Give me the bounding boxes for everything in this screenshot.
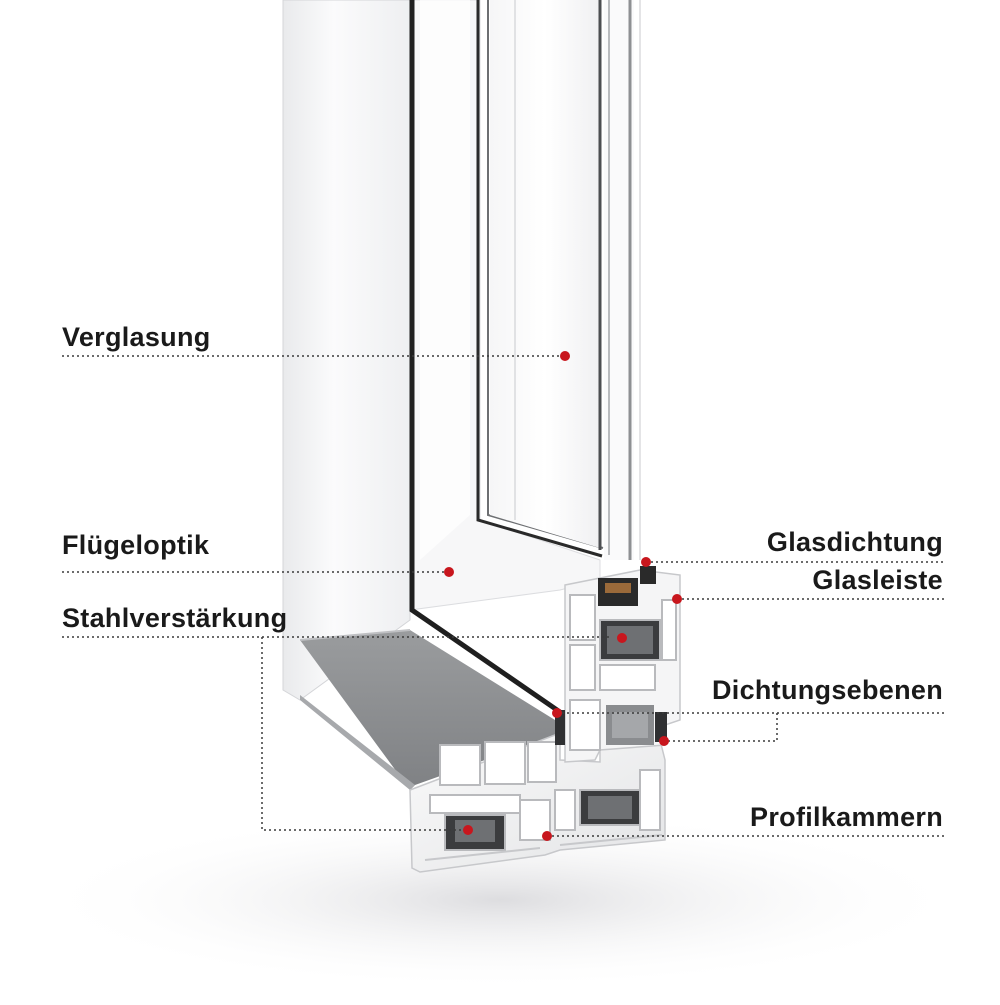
floor-shadow <box>30 810 970 990</box>
label-profilkammern: Profilkammern <box>750 802 943 832</box>
profile-cross-section <box>409 566 681 873</box>
label-glasleiste: Glasleiste <box>812 565 943 595</box>
label-stahlverstaerkung: Stahlverstärkung <box>62 603 288 633</box>
label-glasdichtung: Glasdichtung <box>766 527 943 557</box>
markers <box>444 351 682 841</box>
marker-glasleiste <box>672 594 682 604</box>
marker-dichtungsebenen-outer <box>659 736 669 746</box>
leader-lines <box>62 355 945 837</box>
marker-profilkammern <box>542 831 552 841</box>
label-verglasung: Verglasung <box>62 322 211 352</box>
marker-dichtungsebenen-inner <box>552 708 562 718</box>
marker-stahlverstaerkung-sash <box>617 633 627 643</box>
label-dichtungsebenen: Dichtungsebenen <box>711 675 943 705</box>
marker-verglasung <box>560 351 570 361</box>
leader-dichtungsebenen-b <box>664 713 778 742</box>
marker-stahlverstaerkung-frame <box>463 825 473 835</box>
marker-glasdichtung <box>641 557 651 567</box>
glass-panes <box>490 0 641 560</box>
label-fluegeloptik: Flügeloptik <box>62 530 210 560</box>
leader-stahlverstaerkung-bottom <box>261 637 468 831</box>
window-frame <box>282 0 601 701</box>
marker-fluegeloptik <box>444 567 454 577</box>
